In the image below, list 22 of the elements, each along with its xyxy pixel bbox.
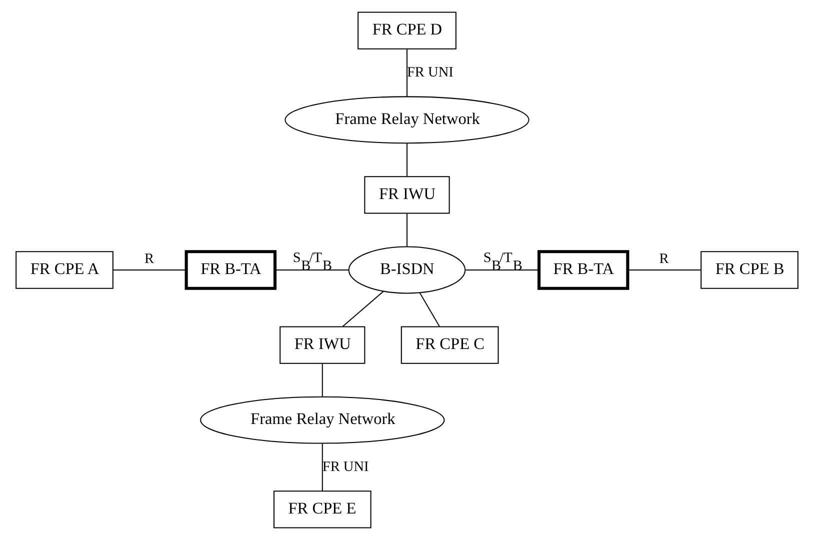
connector bbox=[322, 444, 323, 491]
connector bbox=[419, 292, 440, 327]
node-ellipse: B-ISDN bbox=[348, 246, 466, 294]
node-box: FR B-TA bbox=[537, 250, 630, 290]
connector bbox=[322, 364, 323, 397]
node-ellipse: Frame Relay Network bbox=[284, 96, 530, 144]
connector bbox=[342, 290, 384, 327]
edge-label: R bbox=[144, 251, 154, 268]
node-box: FR CPE A bbox=[16, 251, 114, 289]
node-box: FR IWU bbox=[280, 326, 366, 364]
connector bbox=[406, 49, 408, 97]
node-box: FR CPE C bbox=[400, 326, 499, 364]
node-box: FR CPE D bbox=[358, 12, 456, 50]
edge-label: R bbox=[659, 251, 669, 268]
connector bbox=[406, 143, 408, 176]
node-box: FR IWU bbox=[364, 176, 450, 214]
node-ellipse: Frame Relay Network bbox=[200, 396, 445, 444]
node-box: FR CPE E bbox=[273, 490, 372, 528]
connector bbox=[406, 214, 408, 247]
edge-label: FR UNI bbox=[407, 64, 454, 81]
node-box: FR CPE B bbox=[700, 251, 798, 289]
node-box: FR B-TA bbox=[184, 250, 277, 290]
